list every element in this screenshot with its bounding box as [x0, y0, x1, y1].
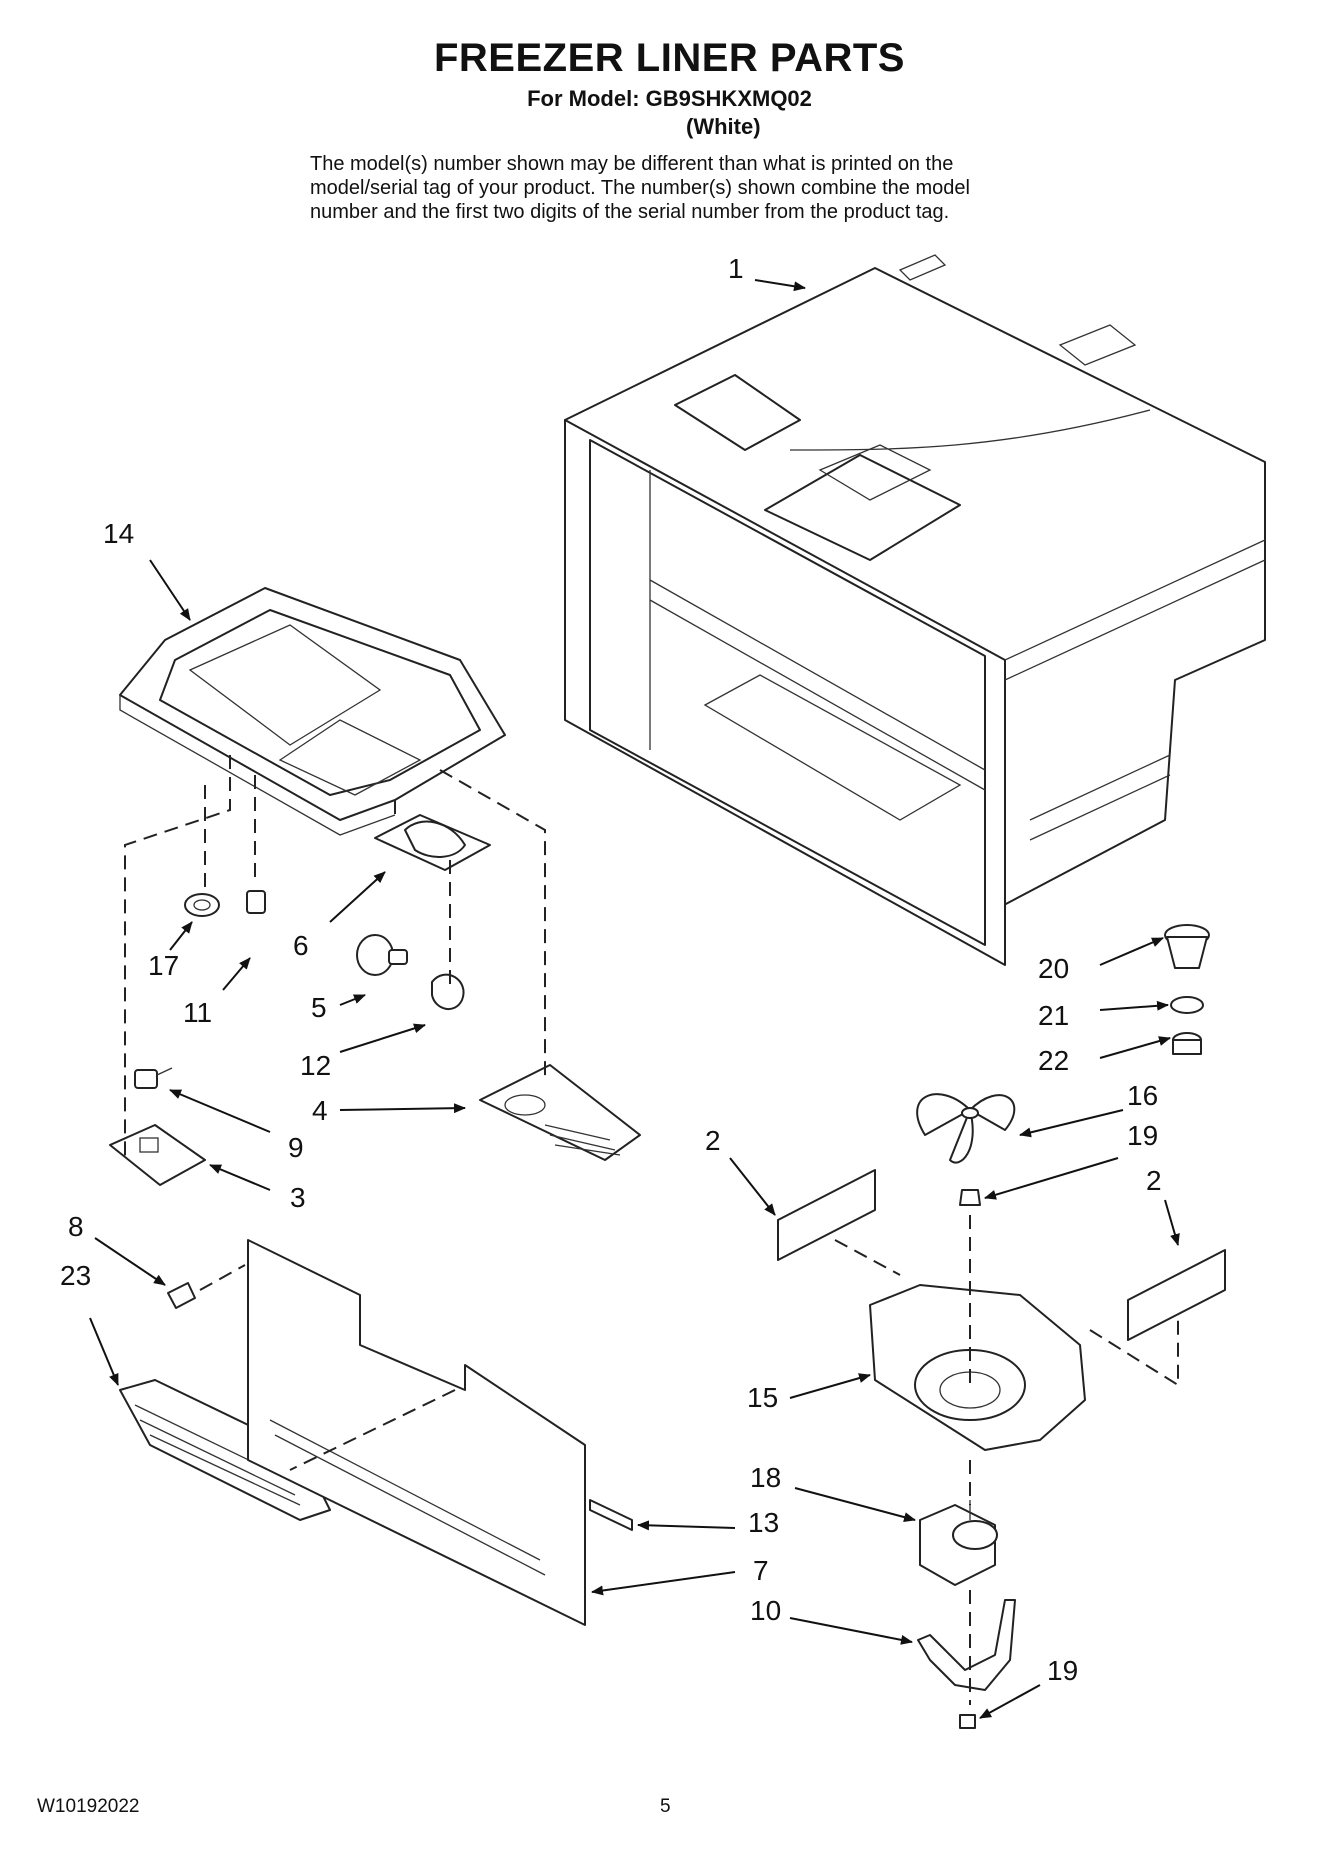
part-19-nut — [959, 1189, 981, 1206]
callout-3: 3 — [290, 1182, 306, 1213]
callout-12: 12 — [300, 1050, 331, 1081]
part-15-fan-shroud — [869, 1284, 1086, 1451]
part-8-screw — [167, 1282, 196, 1309]
part-4-cover — [479, 1064, 641, 1161]
document-number: W10192022 — [37, 1796, 140, 1817]
part-22-plug — [1172, 1032, 1202, 1055]
callout-5: 5 — [311, 992, 327, 1023]
part-2-pad — [777, 1169, 876, 1261]
part-19-screw — [959, 1714, 976, 1729]
part-18-motor — [919, 1500, 998, 1586]
callout-18: 18 — [750, 1462, 781, 1493]
callout-9: 9 — [288, 1132, 304, 1163]
callout-20: 20 — [1038, 953, 1069, 984]
leader-arrows — [89, 279, 1180, 1719]
callout-4: 4 — [312, 1095, 328, 1126]
callout-11: 11 — [183, 997, 212, 1028]
disclaimer-line: The model(s) number shown may be differe… — [310, 153, 954, 175]
part-17-grommet — [184, 893, 220, 917]
page-title: FREEZER LINER PARTS — [433, 36, 905, 80]
callout-19: 19 — [1047, 1655, 1078, 1686]
assembly-lines — [124, 755, 1179, 1705]
disclaimer-line: number and the first two digits of the s… — [310, 201, 950, 223]
callout-22: 22 — [1038, 1045, 1069, 1076]
callout-17: 17 — [148, 950, 179, 981]
freezer-liner — [564, 254, 1266, 966]
model-color: (White) — [686, 114, 761, 139]
disclaimer-line: model/serial tag of your product. The nu… — [310, 177, 970, 199]
callout-21: 21 — [1038, 1000, 1069, 1031]
dispenser-housing — [119, 587, 506, 836]
callout-10: 10 — [750, 1595, 781, 1626]
part-13-gasket — [589, 1499, 633, 1531]
model-number: For Model: GB9SHKXMQ02 — [527, 86, 812, 111]
callout-7: 7 — [753, 1555, 769, 1586]
page-number: 5 — [660, 1796, 671, 1817]
callout-6: 6 — [293, 930, 309, 961]
part-16-fan-blade — [916, 1093, 1016, 1164]
callout-19: 19 — [1127, 1120, 1158, 1151]
part-11-switch — [246, 890, 266, 914]
part-12-socket — [431, 973, 465, 1010]
part-9-actuator — [134, 1067, 173, 1089]
part-7-panel — [247, 1239, 586, 1626]
callout-1: 1 — [728, 253, 744, 284]
callout-14: 14 — [103, 518, 134, 549]
part-3-housing — [109, 1124, 206, 1186]
callout-8: 8 — [68, 1211, 84, 1242]
callout-15: 15 — [747, 1382, 778, 1413]
part-5-bulb — [356, 934, 408, 976]
callout-16: 16 — [1127, 1080, 1158, 1111]
callout-2: 2 — [705, 1125, 721, 1156]
callout-13: 13 — [748, 1507, 779, 1538]
part-2-pad — [1127, 1249, 1226, 1341]
callout-2: 2 — [1146, 1165, 1162, 1196]
part-20-cap — [1164, 924, 1210, 969]
part-6-lens — [374, 814, 491, 871]
disclaimer: The model(s) number shown may be differe… — [310, 152, 1110, 224]
part-21-ring — [1170, 996, 1204, 1014]
callout-23: 23 — [60, 1260, 91, 1291]
part-10-bracket — [917, 1599, 1016, 1691]
